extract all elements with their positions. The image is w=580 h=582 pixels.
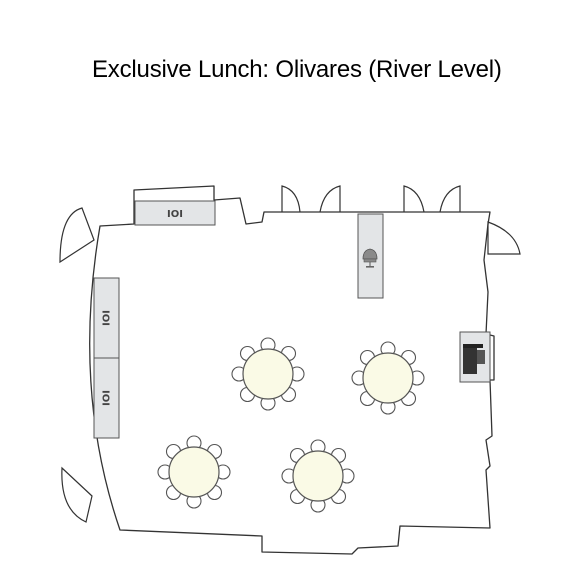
table-top: [362, 352, 414, 404]
door-top-2: [403, 185, 461, 213]
podium: [459, 331, 491, 383]
round-table: [351, 341, 425, 415]
buffet-station-left-upper: IOI: [93, 277, 120, 359]
podium-icon: [463, 344, 485, 374]
table-top: [292, 450, 344, 502]
round-table: [281, 439, 355, 513]
coffee-station: [357, 213, 384, 299]
room-walls: [89, 185, 495, 555]
door-right: [487, 221, 521, 255]
svg-text:IOI: IOI: [100, 390, 111, 406]
buffet-station-left-lower: IOI: [93, 357, 120, 439]
door-left-upper: [59, 207, 95, 264]
door-left-lower: [61, 466, 93, 523]
table-top: [242, 348, 294, 400]
svg-text:IOI: IOI: [167, 209, 183, 220]
coffee-urn-icon: [362, 248, 378, 268]
round-table: [157, 435, 231, 509]
floor-plan-title: Exclusive Lunch: Olivares (River Level): [92, 56, 502, 83]
round-tables: [157, 337, 425, 513]
svg-text:IOI: IOI: [100, 310, 111, 326]
round-table: [231, 337, 305, 411]
table-top: [168, 446, 220, 498]
buffet-station-top: IOI: [134, 200, 216, 226]
door-top-1: [281, 185, 341, 213]
